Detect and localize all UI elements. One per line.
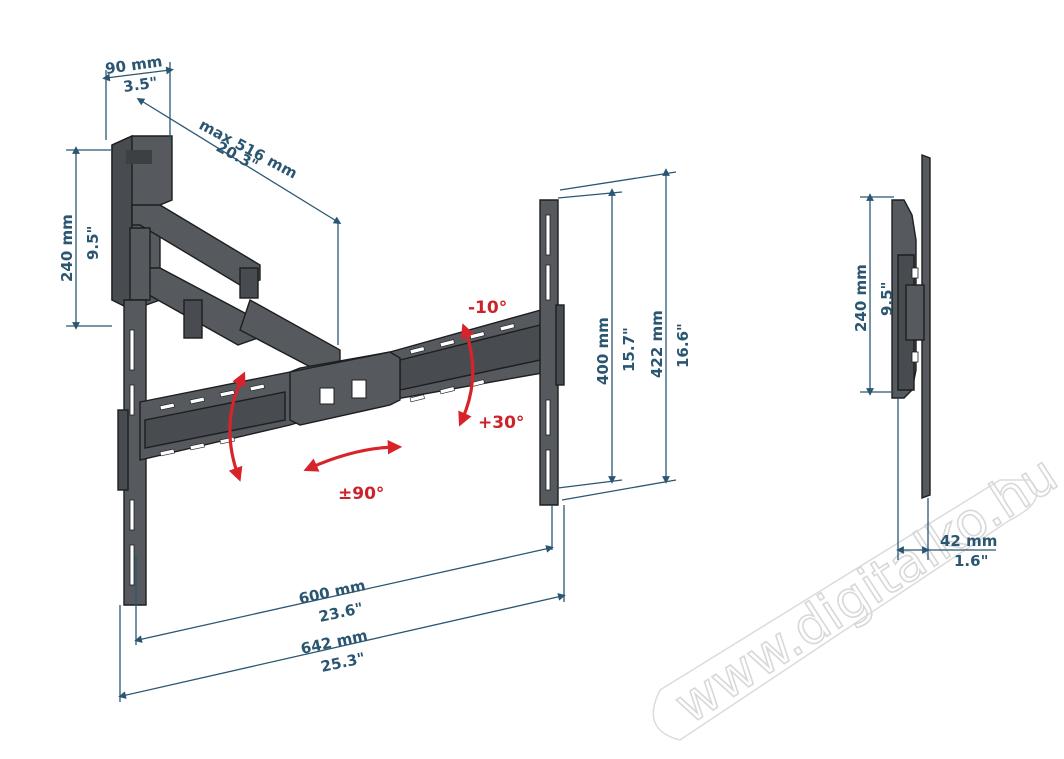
dim-bracket-height-inch: 16.6" <box>674 323 692 368</box>
dim-min-depth: 42 mm 1.6" <box>896 398 997 570</box>
dim-depth-wall: 90 mm 3.5" <box>102 52 174 140</box>
dim-side-plate-height: 240 mm 9.5" <box>852 193 896 396</box>
dim-max-extension-mm: max 516 mm <box>196 116 300 183</box>
dim-vesa-vertical-mm: 400 mm <box>594 317 612 385</box>
articulating-arm <box>129 204 341 373</box>
dim-vesa-horizontal: 600 mm 23.6" <box>134 505 554 645</box>
dim-wall-plate-height-mm: 240 mm <box>58 214 76 282</box>
dim-depth-wall-inch: 3.5" <box>122 73 159 96</box>
watermark-text: www.digitalko.hu <box>664 445 1064 736</box>
side-view-mount <box>891 153 931 500</box>
tilt-up-label: -10° <box>468 298 507 318</box>
tilt-down-label: +30° <box>478 413 524 433</box>
swivel-arrow <box>303 439 403 472</box>
dim-wall-plate-height-inch: 9.5" <box>84 226 102 260</box>
left-vertical-bar <box>117 299 147 606</box>
dim-vesa-vertical: 400 mm 15.7" <box>557 188 638 489</box>
dim-bracket-width-inch: 25.3" <box>319 649 367 676</box>
dim-min-depth-mm: 42 mm <box>940 532 997 550</box>
watermark: www.digitalko.hu <box>652 444 1064 741</box>
dim-bracket-height-mm: 422 mm <box>648 310 666 378</box>
dim-vesa-horizontal-inch: 23.6" <box>317 599 365 626</box>
tilt-arrow-right <box>458 323 475 427</box>
swivel-label: ±90° <box>338 484 384 504</box>
dim-side-plate-height-inch: 9.5" <box>878 282 896 316</box>
dim-vesa-vertical-inch: 15.7" <box>620 327 638 372</box>
dim-bracket-height: 422 mm 16.6" <box>559 168 692 501</box>
dim-wall-plate-height: 240 mm 9.5" <box>58 146 112 330</box>
tilt-arrow-left <box>228 371 246 482</box>
dim-min-depth-inch: 1.6" <box>954 552 988 570</box>
right-vertical-bar <box>539 199 565 506</box>
dim-side-plate-height-mm: 240 mm <box>852 264 870 332</box>
